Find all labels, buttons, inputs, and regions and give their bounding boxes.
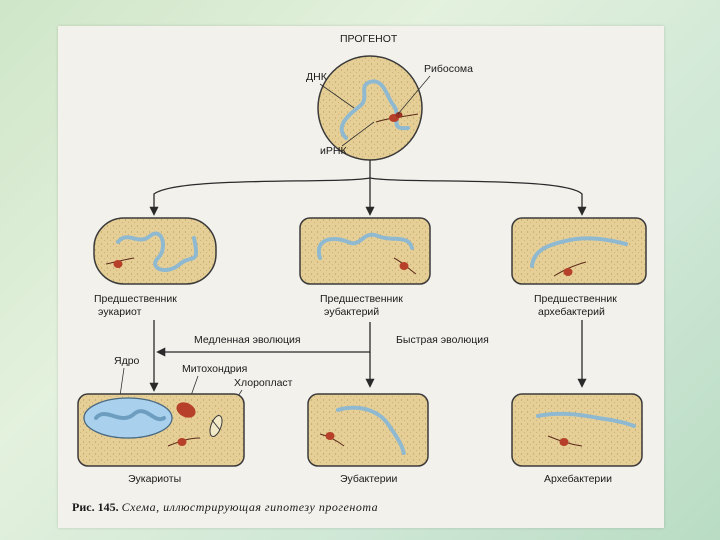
archaebacteria-label: Архебактерии: [544, 473, 612, 485]
precursor-eubacteria-cell: [300, 218, 430, 284]
mrna-label: иРНК: [320, 145, 347, 157]
chloroplast-label: Хлоропласт: [234, 377, 293, 389]
nucleus-label: Ядро: [114, 355, 140, 367]
eubacteria-label: Эубактерии: [340, 473, 397, 485]
figure-caption: Рис. 145. Схема, иллюстрирующая гипотезу…: [72, 500, 378, 515]
eukaryotes-label: Эукариоты: [128, 473, 181, 485]
branch-arrows: [154, 160, 582, 214]
fast-evolution-label: Быстрая эволюция: [396, 334, 489, 346]
precursor-eukaryote-label-1: Предшественник: [94, 293, 177, 305]
mitochondria-label: Митохондрия: [182, 363, 247, 375]
precursor-eubacteria-label-2: эубактерий: [324, 306, 379, 318]
ribosome-label: Рибосома: [424, 63, 473, 75]
archaebacteria-cell: [512, 394, 642, 466]
progenote-diagram: ПРОГЕНОТ ДНК Рибосома иРНК Предшественни…: [58, 26, 664, 496]
eubacteria-cell: [308, 394, 428, 466]
precursor-eukaryote-label-2: эукариот: [98, 306, 142, 318]
figure-caption-text: Схема, иллюстрирующая гипотезу прогенота: [122, 500, 379, 514]
precursor-archaebacteria-label-2: архебактерий: [538, 306, 605, 318]
precursor-archaebacteria-cell: [512, 218, 646, 284]
dna-label: ДНК: [306, 71, 328, 83]
precursor-eubacteria-label-1: Предшественник: [320, 293, 403, 305]
precursor-archaebacteria-label-1: Предшественник: [534, 293, 617, 305]
evolution-arrows: [154, 320, 582, 390]
progenote-title: ПРОГЕНОТ: [340, 33, 398, 45]
textbook-page: ПРОГЕНОТ ДНК Рибосома иРНК Предшественни…: [58, 26, 664, 528]
precursor-eukaryote-cell: [94, 218, 216, 284]
eukaryote-cell: [78, 394, 244, 466]
figure-number: Рис. 145.: [72, 500, 119, 514]
slow-evolution-label: Медленная эволюция: [194, 334, 301, 346]
